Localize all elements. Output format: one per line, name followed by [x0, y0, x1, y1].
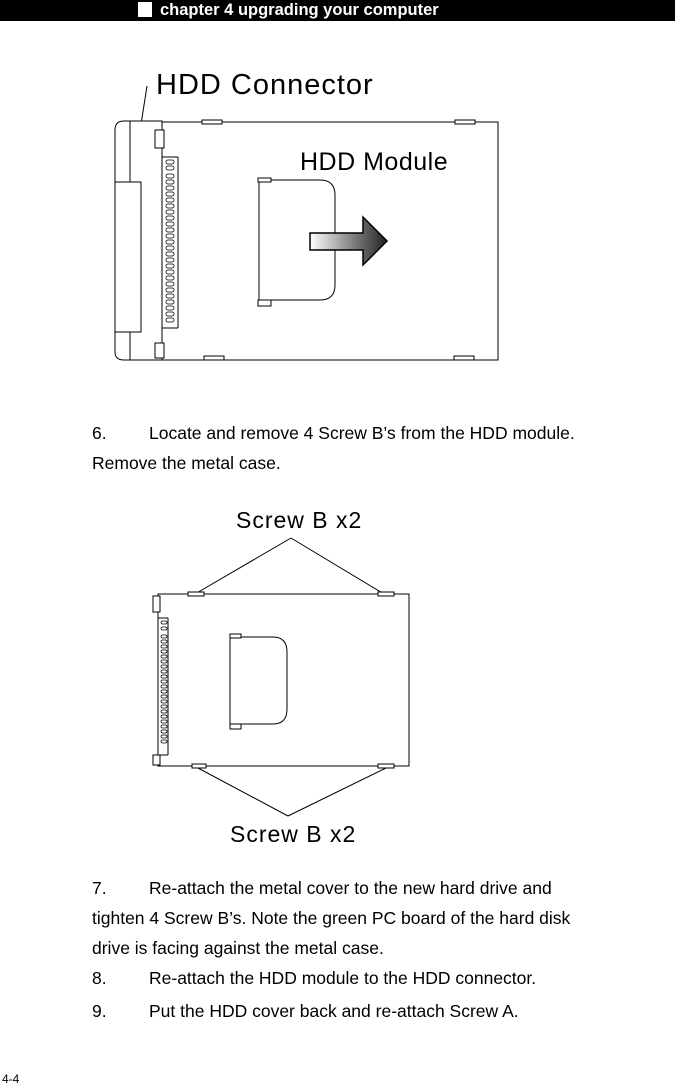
- screw-b-top-label: Screw B x2: [236, 507, 362, 533]
- step-6: 6.Locate and remove 4 Screw B’s from the…: [92, 423, 575, 473]
- hdd-module-figure: HDD Connector: [114, 69, 499, 361]
- step-8: 8.Re-attach the HDD module to the HDD co…: [92, 968, 537, 988]
- screw-b-bottom-label: Screw B x2: [230, 821, 356, 847]
- chapter-title: chapter 4 upgrading your computer: [160, 1, 439, 19]
- chapter-header: chapter 4 upgrading your computer: [0, 0, 675, 21]
- step-9: 9.Put the HDD cover back and re-attach S…: [92, 1001, 519, 1021]
- hdd-module-label: HDD Module: [300, 148, 448, 176]
- white-square-icon: [138, 2, 152, 17]
- hdd-connector-label: HDD Connector: [156, 69, 374, 101]
- arrow-right-icon: [309, 215, 389, 267]
- page-number: 4-4: [2, 1072, 20, 1086]
- screw-b-figure: Screw B x2: [152, 507, 410, 847]
- step-7: 7.Re-attach the metal cover to the new h…: [92, 878, 571, 958]
